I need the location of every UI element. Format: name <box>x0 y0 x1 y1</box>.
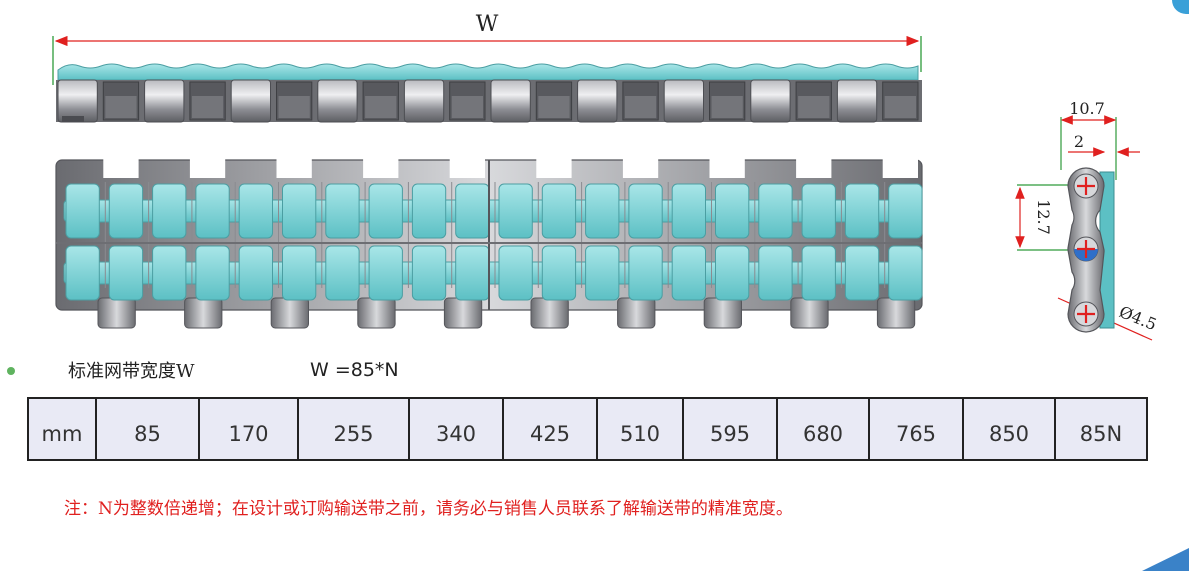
table-cell: 85 <box>95 397 200 461</box>
table-cell: 850 <box>962 397 1056 461</box>
ordering-note: 注：N为整数倍递增；在设计或订购输送带之前，请务必与销售人员联系了解输送带的精准… <box>64 499 793 519</box>
table-cell: 255 <box>297 397 410 461</box>
width-formula: W =85*N <box>310 359 399 381</box>
table-unit-cell: mm <box>27 397 97 461</box>
width-table: mm 85 170 255 340 425 510 595 680 765 85… <box>27 397 1148 461</box>
table-cell: 170 <box>198 397 299 461</box>
table-cell: 85N <box>1054 397 1148 461</box>
corner-decoration-top <box>1172 0 1189 14</box>
belt-top-view <box>55 158 923 329</box>
dim-pitch: 12.7 <box>1034 199 1053 235</box>
belt-side-view <box>56 63 922 123</box>
table-cell: 340 <box>408 397 504 461</box>
bullet-icon <box>7 367 15 375</box>
table-row: mm 85 170 255 340 425 510 595 680 765 85… <box>27 397 1148 461</box>
table-cell: 425 <box>502 397 598 461</box>
corner-decoration-bottom <box>1142 548 1189 571</box>
width-spec-row: 标准网带宽度W W =85*N <box>0 352 1189 386</box>
width-dimension: W <box>52 12 922 85</box>
table-cell: 680 <box>776 397 870 461</box>
dim-inner: 2 <box>1074 132 1084 151</box>
width-symbol: W <box>476 12 499 37</box>
link-side-profile: 10.7 2 12.7 Ø4.5 <box>1015 99 1160 341</box>
width-label: 标准网带宽度W <box>68 361 195 382</box>
dim-hole: Ø4.5 <box>1117 302 1160 334</box>
table-cell: 595 <box>682 397 778 461</box>
table-cell: 765 <box>868 397 964 461</box>
table-cell: 510 <box>596 397 684 461</box>
dim-top: 10.7 <box>1069 99 1105 118</box>
